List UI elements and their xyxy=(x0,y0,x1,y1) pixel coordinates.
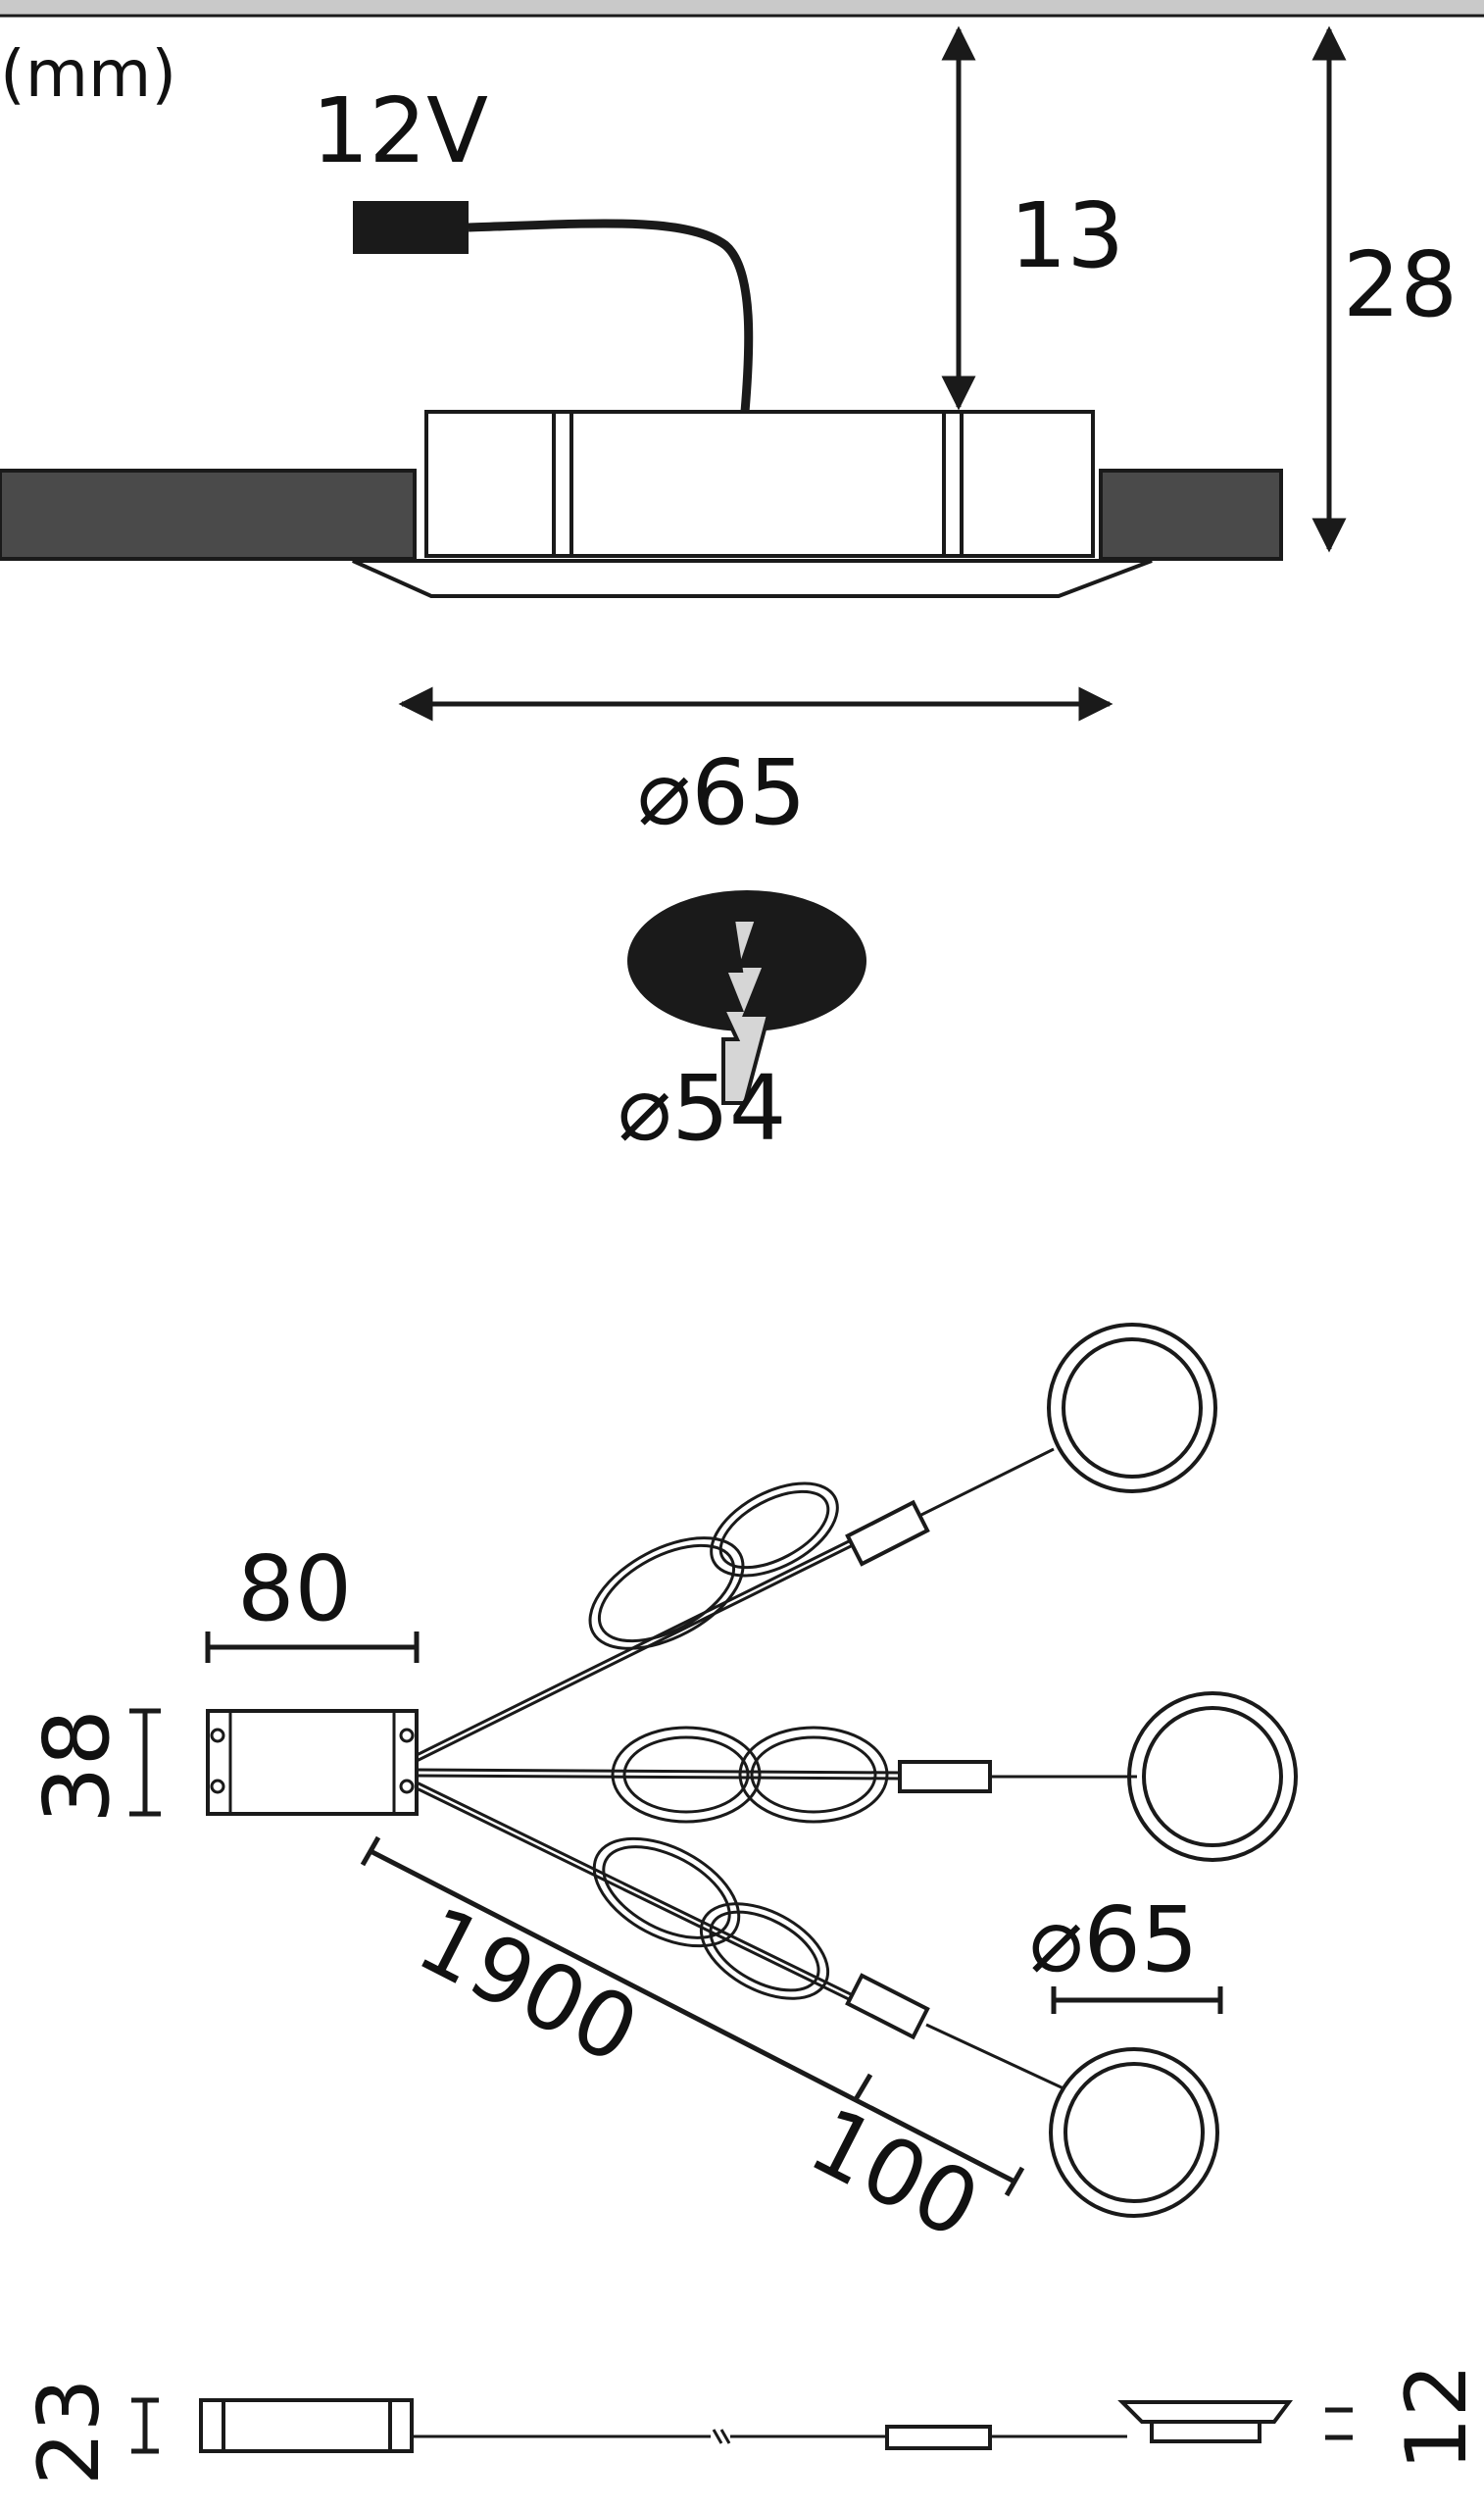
set-side-view: 23 12 xyxy=(21,2364,1484,2485)
power-cable xyxy=(468,219,754,413)
driver-side-profile xyxy=(199,2398,414,2453)
lead-cable-length-label: 100 xyxy=(794,2087,995,2259)
top-border xyxy=(0,0,1484,16)
led-light-bottom xyxy=(1049,2047,1219,2218)
cable-connector-middle xyxy=(898,1760,992,1793)
cable-connector-bottom xyxy=(845,1973,930,2040)
set-top-view: 80 38 xyxy=(25,1323,1298,2259)
height-28-label: 28 xyxy=(1343,232,1458,337)
light-height-marker xyxy=(1325,2407,1353,2440)
outer-diameter-label: ⌀65 xyxy=(637,740,806,845)
unit-label: (mm) xyxy=(0,36,176,112)
cables xyxy=(416,1447,1137,2090)
connector-plug xyxy=(353,201,469,254)
led-light-middle xyxy=(1127,1691,1298,1862)
light-side-profile xyxy=(1117,2400,1293,2443)
cabinet-surface-left xyxy=(0,469,417,561)
cable-length-dimension-line xyxy=(369,1848,1016,2184)
voltage-label: 12V xyxy=(312,78,488,183)
cable-connector-top xyxy=(845,1499,930,1567)
height-13-label: 13 xyxy=(1010,183,1124,288)
main-cable-length-label: 1900 xyxy=(402,1886,654,2084)
side-connector xyxy=(885,2425,992,2450)
light-height-label: 12 xyxy=(1388,2364,1484,2471)
driver-width-label: 38 xyxy=(25,1709,129,1824)
light-diameter-label: ⌀65 xyxy=(1029,1887,1198,1992)
light-housing xyxy=(352,410,1153,598)
cabinet-surface-right xyxy=(1099,469,1283,561)
cable-coil-top xyxy=(588,1481,839,1650)
driver-length-label: 80 xyxy=(237,1536,352,1641)
cutout-diameter-label: ⌀54 xyxy=(618,1056,786,1161)
cable-coil-bottom xyxy=(592,1836,830,2000)
drill-hole-icon xyxy=(627,890,866,1105)
driver-height-label: 23 xyxy=(21,2379,119,2485)
led-light-top xyxy=(1047,1323,1217,1493)
led-driver xyxy=(206,1709,419,1816)
side-cable xyxy=(412,2429,1127,2444)
cross-section-view: (mm) 12V 13 28 ⌀65 ⌀54 xyxy=(0,0,1484,1161)
cable-coil-middle xyxy=(611,1726,889,1824)
